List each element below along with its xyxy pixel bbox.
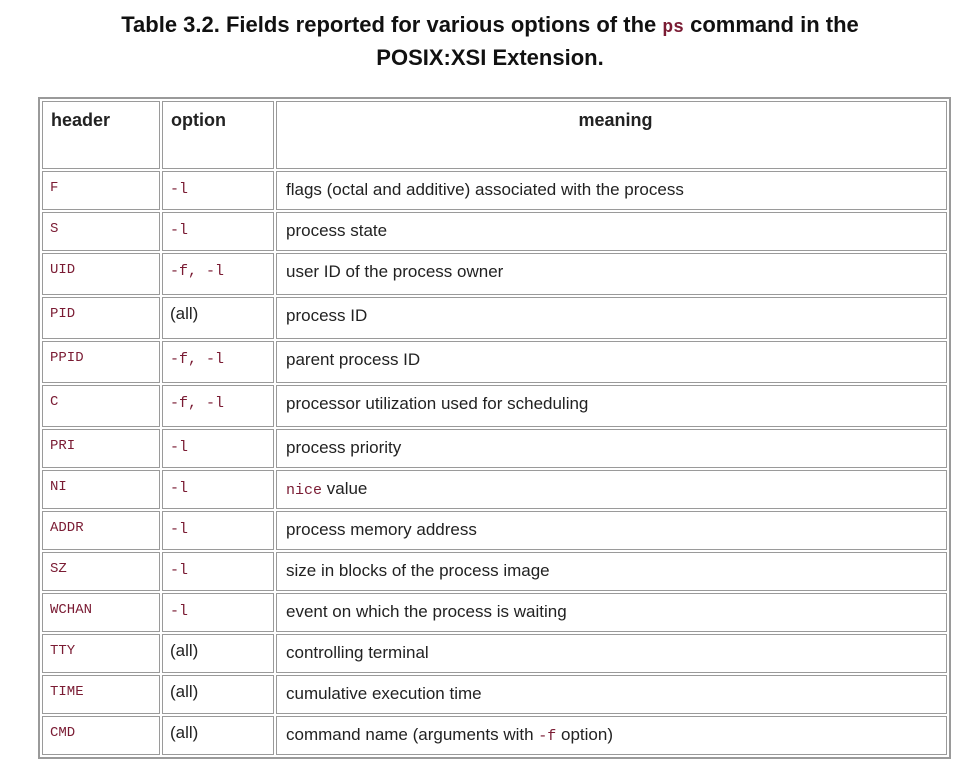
cell-header-field: S — [42, 212, 160, 251]
option-value: -l — [170, 603, 189, 620]
table-row: ADDR -l process memory address — [42, 511, 947, 550]
table-row: WCHAN -l event on which the process is wai… — [42, 593, 947, 632]
option-value: -l — [170, 521, 189, 538]
caption-code-ps: ps — [662, 18, 684, 38]
cell-header-field: NI — [42, 470, 160, 509]
caption-prefix: Table 3.2. Fields reported for various o… — [121, 12, 663, 37]
table-row: PRI -l process priority — [42, 429, 947, 468]
cell-header-field: F — [42, 171, 160, 210]
table-row: F -l flags (octal and additive) associated… — [42, 171, 947, 210]
cell-option: -f, -l — [162, 385, 274, 427]
option-value: (all) — [170, 682, 199, 701]
option-value: -l — [170, 439, 189, 456]
cell-option: -l — [162, 212, 274, 251]
option-value: -l — [170, 181, 189, 198]
cell-meaning: command name (arguments with -f option) — [276, 716, 947, 755]
meaning-text: user ID of the process owner — [286, 262, 504, 281]
table-row: UID -f, -l user ID of the process owner — [42, 253, 947, 295]
table-body: F -l flags (octal and additive) associated… — [42, 171, 947, 755]
table-row: CMD (all) command name (arguments with -f … — [42, 716, 947, 755]
caption-line2: POSIX:XSI Extension. — [376, 45, 604, 70]
cell-option: -l — [162, 552, 274, 591]
table-row: TIME (all) cumulative execution time — [42, 675, 947, 714]
cell-option: (all) — [162, 716, 274, 755]
table-row: C -f, -l processor utilization used for sc… — [42, 385, 947, 427]
cell-meaning: process memory address — [276, 511, 947, 550]
cell-option: (all) — [162, 634, 274, 673]
table-caption: Table 3.2. Fields reported for various o… — [0, 10, 980, 72]
meaning-text: parent process ID — [286, 350, 421, 369]
cell-option: -f, -l — [162, 341, 274, 383]
meaning-code: nice — [286, 482, 323, 499]
cell-option: -l — [162, 429, 274, 468]
meaning-text: process priority — [286, 438, 402, 457]
meaning-text: command name (arguments with — [286, 725, 539, 744]
cell-meaning: size in blocks of the process image — [276, 552, 947, 591]
option-value: (all) — [170, 304, 199, 323]
column-header-meaning: meaning — [276, 101, 947, 169]
cell-header-field: TIME — [42, 675, 160, 714]
cell-header-field: UID — [42, 253, 160, 295]
table-row: PID (all) process ID — [42, 297, 947, 339]
ps-fields-table: header option meaning F -l flags (octal an… — [38, 97, 951, 759]
cell-option: (all) — [162, 297, 274, 339]
cell-meaning: process priority — [276, 429, 947, 468]
meaning-text: event on which the process is waiting — [286, 602, 567, 621]
meaning-text-after: value — [322, 479, 368, 498]
meaning-text: process memory address — [286, 520, 477, 539]
cell-option: -l — [162, 171, 274, 210]
option-value: -l — [170, 222, 189, 239]
cell-meaning: event on which the process is waiting — [276, 593, 947, 632]
option-value: (all) — [170, 723, 199, 742]
meaning-text: processor utilization used for schedulin… — [286, 394, 589, 413]
cell-header-field: CMD — [42, 716, 160, 755]
cell-meaning: processor utilization used for schedulin… — [276, 385, 947, 427]
table-row: NI -l nice value — [42, 470, 947, 509]
column-header-option: option — [162, 101, 274, 169]
table-container: header option meaning F -l flags (octal an… — [38, 97, 951, 759]
cell-header-field: WCHAN — [42, 593, 160, 632]
meaning-text: size in blocks of the process image — [286, 561, 550, 580]
meaning-text: process ID — [286, 306, 368, 325]
cell-meaning: flags (octal and additive) associated wi… — [276, 171, 947, 210]
option-value: -l — [170, 562, 189, 579]
cell-meaning: process state — [276, 212, 947, 251]
cell-option: (all) — [162, 675, 274, 714]
cell-meaning: process ID — [276, 297, 947, 339]
column-header-header: header — [42, 101, 160, 169]
cell-header-field: PPID — [42, 341, 160, 383]
cell-option: -l — [162, 511, 274, 550]
cell-header-field: C — [42, 385, 160, 427]
caption-suffix: command in the — [683, 12, 859, 37]
meaning-code: -f — [538, 728, 557, 745]
cell-meaning: nice value — [276, 470, 947, 509]
option-value: (all) — [170, 641, 199, 660]
cell-meaning: controlling terminal — [276, 634, 947, 673]
table-row: TTY (all) controlling terminal — [42, 634, 947, 673]
option-value: -f, -l — [170, 263, 225, 280]
cell-header-field: PRI — [42, 429, 160, 468]
cell-meaning: cumulative execution time — [276, 675, 947, 714]
cell-header-field: TTY — [42, 634, 160, 673]
table-row: SZ -l size in blocks of the process image — [42, 552, 947, 591]
cell-option: -l — [162, 470, 274, 509]
cell-header-field: SZ — [42, 552, 160, 591]
cell-header-field: PID — [42, 297, 160, 339]
cell-header-field: ADDR — [42, 511, 160, 550]
option-value: -f, -l — [170, 395, 225, 412]
meaning-text: cumulative execution time — [286, 684, 482, 703]
table-row: S -l process state — [42, 212, 947, 251]
meaning-text: flags (octal and additive) associated wi… — [286, 180, 684, 199]
meaning-text-after: option) — [556, 725, 613, 744]
table-header-row: header option meaning — [42, 101, 947, 169]
option-value: -l — [170, 480, 189, 497]
cell-meaning: user ID of the process owner — [276, 253, 947, 295]
option-value: -f, -l — [170, 351, 225, 368]
table-row: PPID -f, -l parent process ID — [42, 341, 947, 383]
cell-option: -l — [162, 593, 274, 632]
meaning-text: process state — [286, 221, 388, 240]
meaning-text: controlling terminal — [286, 643, 429, 662]
cell-meaning: parent process ID — [276, 341, 947, 383]
cell-option: -f, -l — [162, 253, 274, 295]
